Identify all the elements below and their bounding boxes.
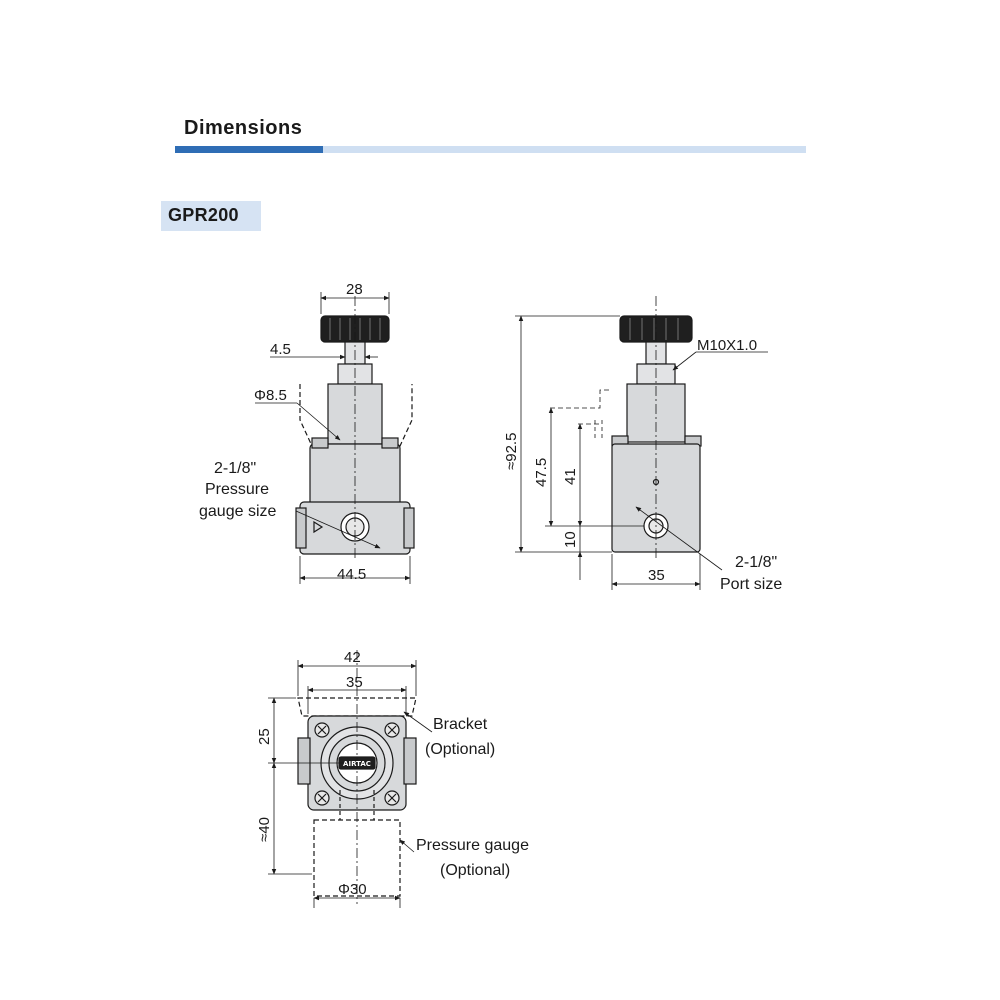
- dim-side-width-35: 35: [648, 567, 665, 584]
- label-gauge-port-line2: gauge size: [199, 503, 276, 520]
- dim-top-outer-width: 42: [344, 649, 361, 666]
- top-view: [268, 650, 433, 908]
- top-bracket-dashed: [297, 697, 417, 717]
- brand-mark: AIRTAC: [343, 760, 371, 768]
- side-view: [515, 296, 768, 590]
- label-gauge: Pressure gauge: [416, 837, 529, 854]
- dim-top-gauge-dia: Φ30: [338, 881, 367, 898]
- dim-side-height-10: 10: [562, 531, 579, 548]
- dim-side-height-41: 41: [562, 468, 579, 485]
- label-thread: M10X1.0: [697, 337, 757, 354]
- label-gauge-port-line1: Pressure: [205, 481, 269, 498]
- dim-side-height-47: 47.5: [533, 458, 550, 487]
- dim-side-total-height: ≈92.5: [503, 433, 520, 470]
- title-underline: [323, 146, 806, 153]
- model-tag: GPR200: [168, 205, 239, 225]
- dim-front-stem-width: 4.5: [270, 341, 291, 358]
- label-bracket: Bracket: [433, 716, 488, 733]
- label-port: Port size: [720, 576, 782, 593]
- model-tag-background: [161, 201, 261, 231]
- front-view: [255, 292, 415, 584]
- section-title: Dimensions: [184, 117, 303, 139]
- dim-top-inner-width: 35: [346, 674, 363, 691]
- dim-front-top-width: 28: [346, 281, 363, 298]
- dim-top-gauge-height: ≈40: [256, 817, 273, 842]
- label-bracket-optional: (Optional): [425, 741, 495, 758]
- dim-top-bracket-height: 25: [256, 728, 273, 745]
- dim-front-bottom-width: 44.5: [337, 566, 366, 583]
- dim-front-hole: Φ8.5: [254, 387, 287, 404]
- title-underline-accent: [175, 146, 323, 153]
- label-gauge-optional: (Optional): [440, 862, 510, 879]
- label-gauge-port-size: 2-1/8": [214, 460, 256, 477]
- label-port-size: 2-1/8": [735, 554, 777, 571]
